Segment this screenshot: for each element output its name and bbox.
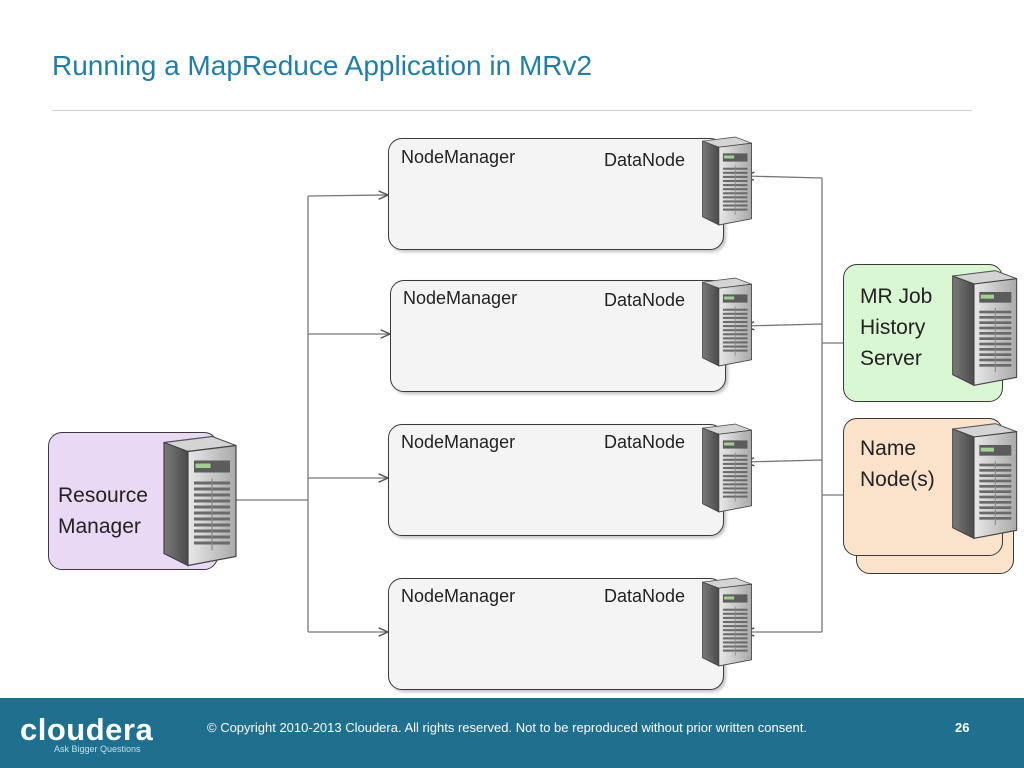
history-server-label-line1: MR Job	[860, 285, 933, 308]
resource-manager-label-line1: Resource	[58, 484, 148, 507]
bus-to-dn3-line	[745, 460, 823, 462]
worker-node-3	[388, 424, 724, 536]
datanode-server-icon-4	[694, 576, 756, 668]
datanode-server-icon-1	[694, 135, 756, 227]
datanode-label-1: DataNode	[604, 150, 686, 170]
bus-to-dn1-line	[745, 176, 823, 178]
datanode-server-icon-3	[694, 422, 756, 514]
worker-node-1	[388, 138, 724, 250]
history-server-label-line2: History	[860, 316, 926, 339]
page-number: 26	[955, 720, 970, 735]
cloudera-logo: cloudera	[20, 712, 154, 747]
history-server-label: MR Job History Server	[860, 281, 960, 374]
title-divider	[52, 110, 972, 111]
logo-tagline: Ask Bigger Questions	[54, 744, 141, 754]
datanode-label-3: DataNode	[604, 432, 686, 452]
slide-title: Running a MapReduce Application in MRv2	[52, 50, 593, 81]
datanode-label-4: DataNode	[604, 586, 686, 606]
name-node-server-icon	[942, 416, 1022, 546]
resource-manager-server-icon	[152, 432, 242, 570]
name-node-label: Name Node(s)	[860, 433, 960, 495]
history-server-label-line3: Server	[860, 347, 922, 370]
nodemanager-label-3: NodeManager	[401, 432, 516, 452]
resource-manager-label: Resource Manager	[58, 480, 168, 542]
copyright-text: © Copyright 2010-2013 Cloudera. All righ…	[207, 720, 807, 735]
nodemanager-label-4: NodeManager	[401, 586, 516, 606]
nodemanager-label-2: NodeManager	[403, 288, 518, 308]
name-node-label-line2: Node(s)	[860, 468, 935, 491]
datanode-label-2: DataNode	[604, 290, 686, 310]
footer-bar	[0, 698, 1024, 768]
worker-node-4	[388, 578, 724, 690]
worker-node-2	[390, 280, 726, 392]
name-node-label-line1: Name	[860, 437, 917, 460]
rm-to-nm1-line	[307, 195, 388, 196]
history-server-icon	[942, 263, 1022, 393]
resource-manager-label-line2: Manager	[58, 515, 141, 538]
connector-lines	[222, 0, 843, 700]
bus-to-dn2-line	[745, 324, 823, 326]
datanode-server-icon-2	[694, 276, 756, 368]
nodemanager-label-1: NodeManager	[401, 147, 516, 167]
